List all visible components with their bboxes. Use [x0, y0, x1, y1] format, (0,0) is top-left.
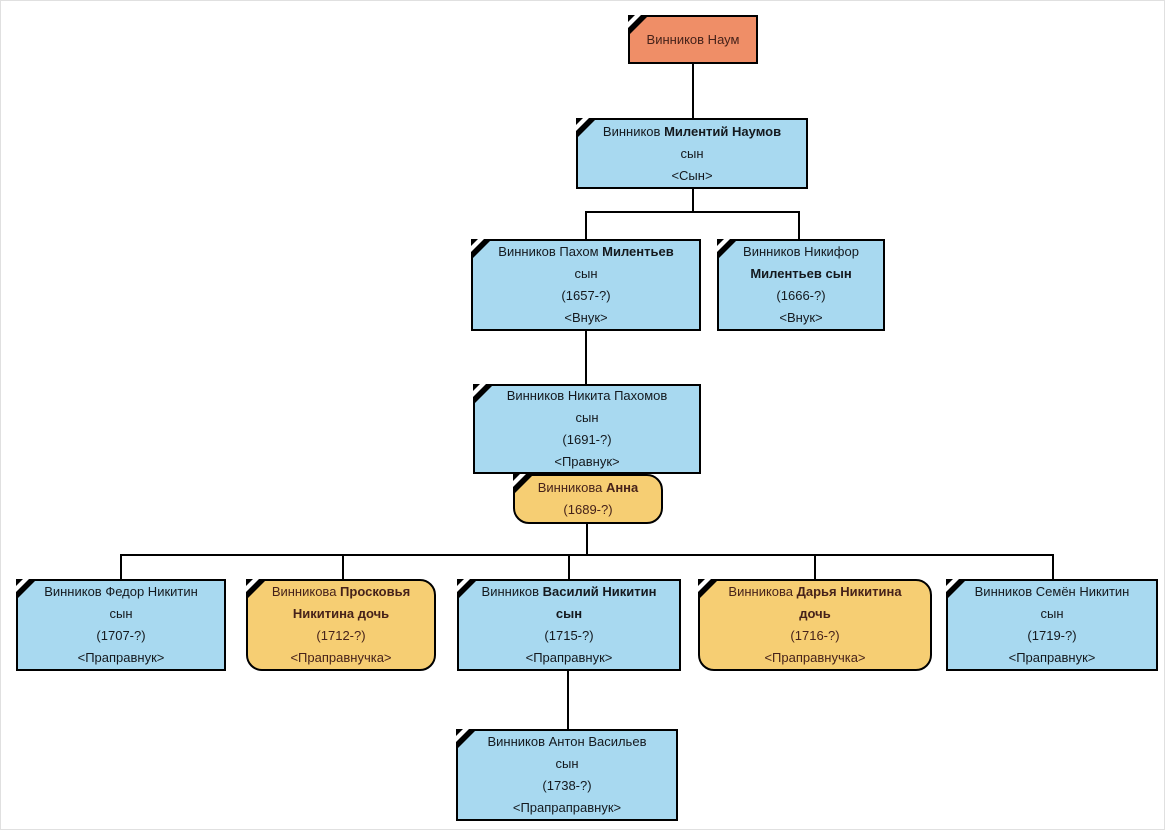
person-name: Винников Наум: [646, 31, 740, 47]
person-role: <Прапраправнук>: [512, 800, 622, 815]
person-node-fedor[interactable]: Винников Федор Никитин сын (1707-?) <Пра…: [16, 579, 226, 671]
person-name-line2: сын: [1040, 606, 1064, 621]
connector-line: [342, 554, 344, 581]
person-years: (1657-?): [561, 288, 611, 303]
person-name: Винников Пахом Милентьев: [498, 244, 674, 259]
person-name-line2: сын: [680, 145, 704, 161]
person-role: <Правнук>: [554, 454, 620, 469]
person-years: (1716-?): [790, 628, 840, 643]
person-name-line2: дочь: [799, 606, 831, 621]
connector-line: [1052, 554, 1054, 581]
person-name: Винников Семён Никитин: [974, 584, 1130, 599]
person-name-line2: сын: [555, 606, 583, 621]
person-role: <Праправнук>: [77, 650, 165, 665]
person-node-vasiliy[interactable]: Винников Василий Никитин сын (1715-?) <П…: [457, 579, 681, 671]
person-name: Винников Милентий Наумов: [602, 123, 782, 139]
person-years: (1691-?): [562, 432, 612, 447]
person-years: (1738-?): [542, 778, 592, 793]
person-node-naum[interactable]: Винников Наум: [628, 15, 758, 64]
person-role: <Праправнучка>: [764, 650, 866, 665]
person-name-line2: Милентьев сын: [750, 266, 852, 281]
person-node-anna[interactable]: Винникова Анна (1689-?): [513, 474, 663, 524]
person-years: (1715-?): [544, 628, 594, 643]
connector-line: [692, 64, 694, 118]
person-node-proskovya[interactable]: Винникова Просковья Никитина дочь (1712-…: [246, 579, 436, 671]
person-name: Винникова Анна: [537, 480, 639, 495]
connector-line: [120, 554, 1054, 556]
person-node-semyon[interactable]: Винников Семён Никитин сын (1719-?) <Пра…: [946, 579, 1158, 671]
connector-line: [585, 211, 587, 241]
connector-line: [568, 554, 570, 581]
person-name: Винников Федор Никитин: [44, 584, 198, 599]
person-node-nikita[interactable]: Винников Никита Пахомов сын (1691-?) <Пр…: [473, 384, 701, 474]
person-node-nikifor[interactable]: Винников Никифор Милентьев сын (1666-?) …: [717, 239, 885, 331]
person-role: <Праправнучка>: [290, 650, 392, 665]
person-name-line2: сын: [574, 266, 598, 281]
person-name-line2: сын: [555, 756, 579, 771]
person-name: Винников Василий Никитин: [481, 584, 657, 599]
person-role: <Праправнук>: [1008, 650, 1096, 665]
person-years: (1666-?): [776, 288, 826, 303]
person-years: (1712-?): [316, 628, 366, 643]
connector-line: [798, 211, 800, 241]
person-node-anton[interactable]: Винников Антон Васильев сын (1738-?) <Пр…: [456, 729, 678, 821]
person-years: (1719-?): [1027, 628, 1077, 643]
person-name-line2: сын: [575, 410, 599, 425]
connector-line: [586, 522, 588, 556]
person-years: (1707-?): [96, 628, 146, 643]
person-name-line2: сын: [109, 606, 133, 621]
person-node-pakhom[interactable]: Винников Пахом Милентьев сын (1657-?) <В…: [471, 239, 701, 331]
person-node-darya[interactable]: Винникова Дарья Никитина дочь (1716-?) <…: [698, 579, 932, 671]
person-role: <Внук>: [564, 310, 608, 325]
person-name: Винников Антон Васильев: [487, 734, 647, 749]
connector-line: [814, 554, 816, 581]
person-name: Винников Никифор: [743, 244, 859, 259]
person-node-milentiy[interactable]: Винников Милентий Наумов сын <Сын>: [576, 118, 808, 189]
person-role: <Внук>: [779, 310, 823, 325]
connector-line: [120, 554, 122, 581]
person-role: <Сын>: [671, 167, 713, 183]
person-name: Винников Никита Пахомов: [506, 388, 668, 403]
connector-line: [567, 669, 569, 731]
connector-line: [692, 189, 694, 213]
connector-line: [585, 211, 800, 213]
person-name: Винникова Дарья Никитина: [728, 584, 902, 599]
person-years: (1689-?): [563, 502, 613, 517]
person-name-line2: Никитина дочь: [292, 606, 390, 621]
connector-line: [585, 329, 587, 386]
person-role: <Праправнук>: [525, 650, 613, 665]
person-name: Винникова Просковья: [271, 584, 411, 599]
